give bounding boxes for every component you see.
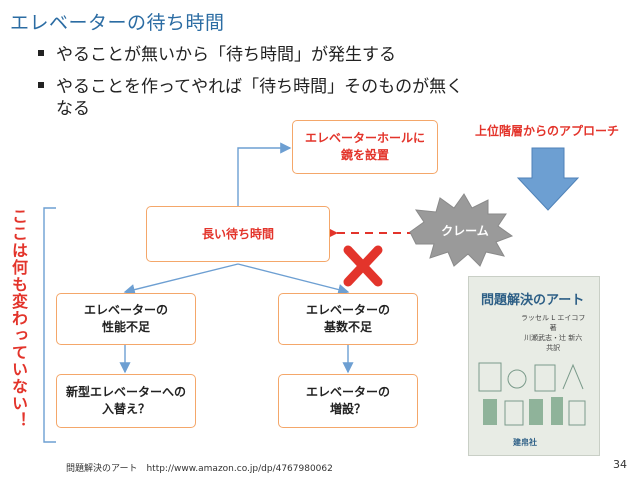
slide-title: エレベーターの待ち時間 bbox=[10, 12, 225, 34]
bullet-1-text: やることが無いから「待ち時間」が発生する bbox=[56, 45, 396, 65]
down-arrow-icon bbox=[516, 147, 580, 211]
replace-elevator-box: 新型エレベーターへの入替え？ bbox=[56, 374, 196, 428]
add-box-line-1: エレベーターの bbox=[305, 385, 390, 399]
approach-label: 上位階層からのアプローチ bbox=[475, 124, 620, 138]
mirror-box-line-1: エレベーターホールに bbox=[304, 131, 425, 145]
replace-box-line-1: 新型エレベーターへの bbox=[65, 385, 186, 399]
book-author-line-1: ラッセル L エイコフ bbox=[521, 314, 586, 322]
bullet-2: やることを作ってやれば「待ち時間」そのものが無く bbox=[38, 76, 463, 98]
side-bracket bbox=[43, 207, 56, 443]
complaint-cloud-shape bbox=[409, 193, 514, 267]
performance-box-line-2: 性能不足 bbox=[101, 320, 150, 334]
book-title: 問題解決のアート bbox=[481, 293, 585, 308]
complaint-label: クレーム bbox=[441, 224, 489, 238]
replace-box-line-2: 入替え？ bbox=[101, 402, 150, 416]
book-author-line-4: 共訳 bbox=[546, 344, 561, 352]
unchanged-side-label: ここは何も変わっていない！ bbox=[9, 208, 28, 429]
count-shortage-box: エレベーターの基数不足 bbox=[278, 293, 418, 345]
bullet-1: やることが無いから「待ち時間」が発生する bbox=[38, 44, 396, 66]
arrow-wait-to-mirror bbox=[237, 142, 292, 206]
long-wait-label: 長い待ち時間 bbox=[201, 226, 274, 241]
page-number: 34 bbox=[613, 458, 627, 471]
book-cover-image: 問題解決のアート ラッセル L エイコフ 著 川瀬武志・辻 新六 共訳 建帛社 bbox=[468, 276, 600, 456]
bullet-2-continued: なる bbox=[56, 99, 90, 119]
arrow-wait-to-performance bbox=[123, 263, 239, 296]
long-wait-box: 長い待ち時間 bbox=[146, 206, 330, 262]
book-illustration bbox=[478, 362, 586, 426]
mirror-solution-box: エレベーターホールに鏡を設置 bbox=[292, 120, 438, 174]
add-elevator-box: エレベーターの増設？ bbox=[278, 374, 418, 428]
bullet-square-icon bbox=[38, 50, 44, 56]
book-author-line-2: 著 bbox=[549, 324, 557, 332]
red-x-icon bbox=[343, 245, 383, 287]
book-author: ラッセル L エイコフ 著 川瀬武志・辻 新六 共訳 bbox=[521, 313, 585, 353]
book-author-line-3: 川瀬武志・辻 新六 bbox=[524, 334, 583, 342]
bullet-2-text: やることを作ってやれば「待ち時間」そのものが無く bbox=[56, 77, 464, 97]
count-box-line-1: エレベーターの bbox=[305, 303, 390, 317]
performance-box-line-1: エレベーターの bbox=[83, 303, 168, 317]
mirror-box-line-2: 鏡を設置 bbox=[340, 148, 389, 162]
bullet-square-icon bbox=[38, 82, 44, 88]
footer-reference: 問題解決のアート http://www.amazon.co.jp/dp/4767… bbox=[66, 464, 333, 474]
add-box-line-2: 増設？ bbox=[329, 402, 366, 416]
performance-shortage-box: エレベーターの性能不足 bbox=[56, 293, 196, 345]
book-publisher: 建帛社 bbox=[513, 438, 537, 447]
arrow-wait-to-count bbox=[237, 263, 350, 296]
count-box-line-2: 基数不足 bbox=[323, 320, 372, 334]
